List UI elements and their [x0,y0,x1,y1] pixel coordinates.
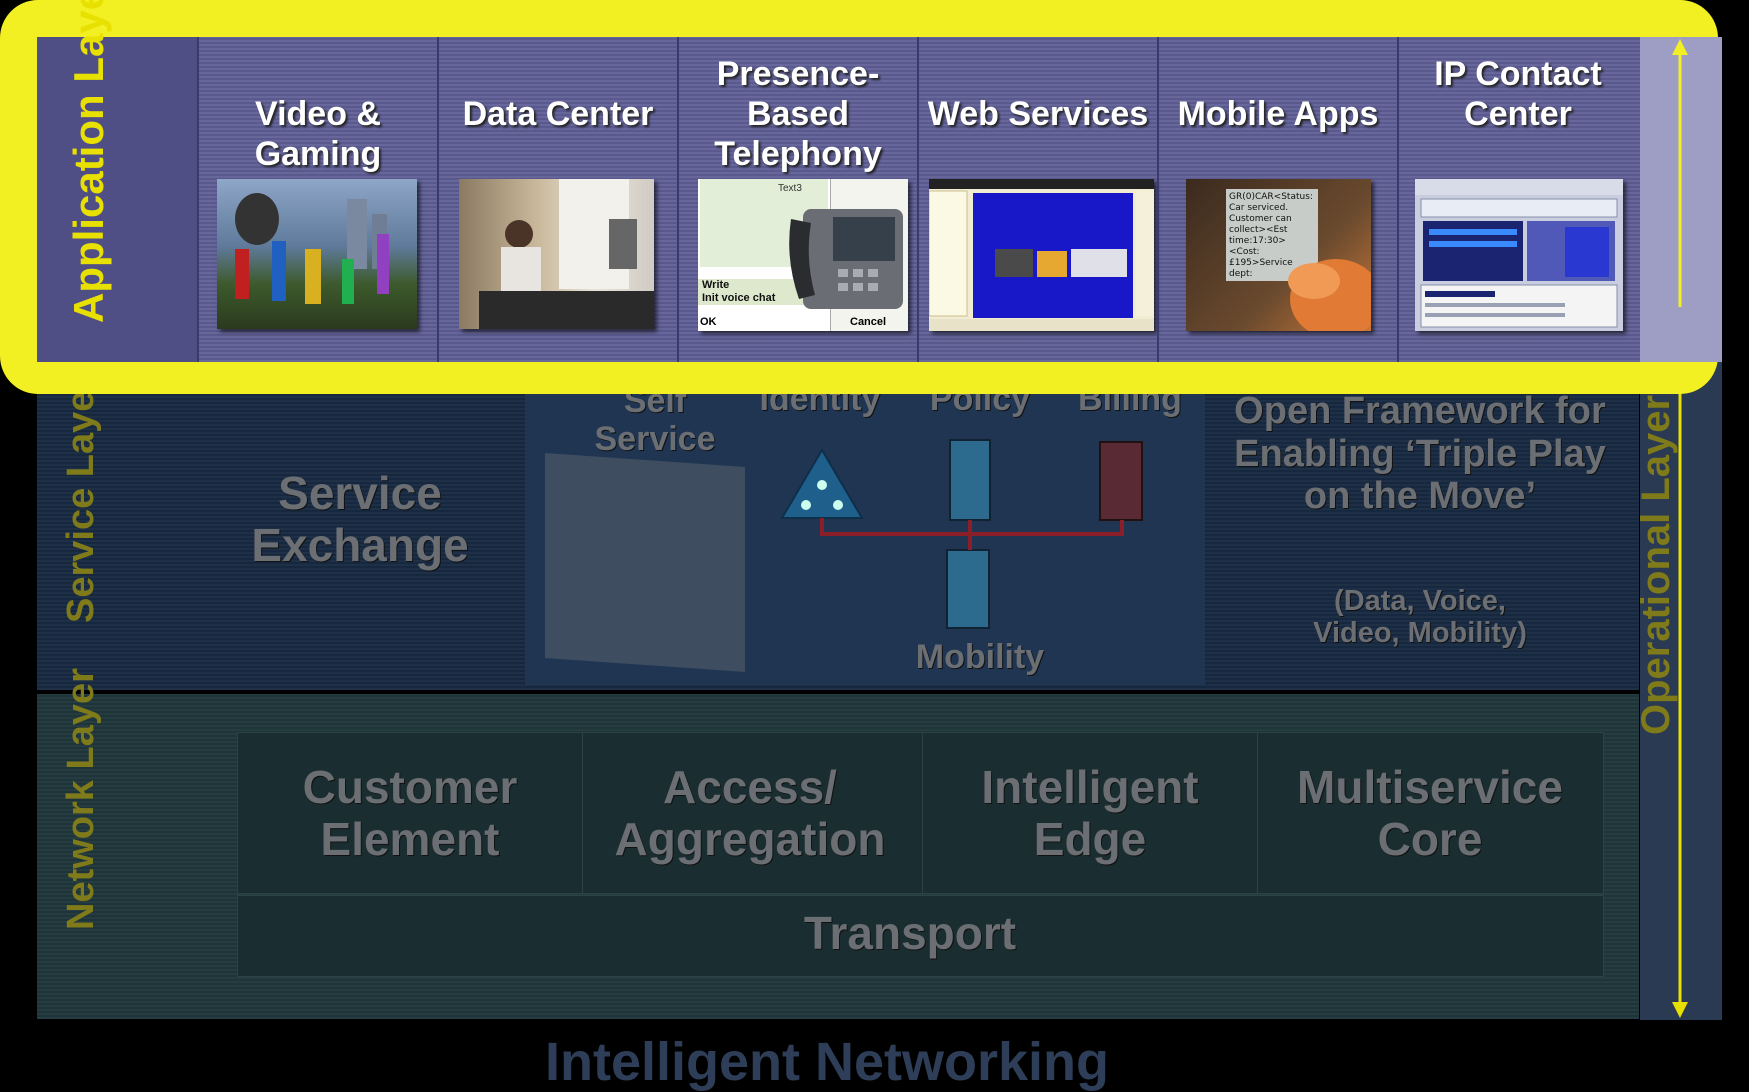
presence-telephony-title: Presence- Based Telephony [714,55,882,173]
presence-telephony-image: Text3 Write Init voice chat OK Cancel [698,179,908,331]
data-center-title: Data Center [462,95,654,133]
phone-screen-tab: Text3 [778,183,802,194]
data-center-image [459,179,654,329]
network-layer-label: Network Layer [60,668,102,930]
self-service-screenshot [545,453,745,672]
access-aggregation-label: Access/ Aggregation [614,761,886,865]
network-block-access-aggregation [582,732,924,894]
video-gaming-image [217,179,417,329]
transport-bar [237,895,1604,977]
billing-server-icon [1099,441,1143,521]
thumb-finger-icon [1288,259,1371,331]
customer-element-label: Customer Element [302,761,518,865]
app-presence-telephony: Presence- Based Telephony Text3 Write In… [677,37,917,362]
multiservice-core-label: Multiservice Core [1297,761,1563,865]
web-services-image [929,179,1154,331]
application-up-arrow-icon [1672,39,1688,307]
phone-screen-line2: Init voice chat [702,292,776,304]
mobile-apps-title: Mobile Apps [1177,95,1379,133]
mobile-screen-text: GR(0)CAR<Status: Car serviced. Customer … [1226,189,1318,281]
phone-screen-line1: Write [702,279,730,291]
mobile-apps-image: GR(0)CAR<Status: Car serviced. Customer … [1186,179,1371,331]
video-gaming-title: Video & Gaming [254,95,382,173]
footer-caption: Intelligent Networking [545,1032,1110,1092]
network-block-intelligent-edge [922,732,1259,894]
app-mobile-apps: Mobile Apps GR(0)CAR<Status: Car service… [1157,37,1397,362]
app-web-services: Web Services [917,37,1157,362]
mobility-label: Mobility [915,638,1045,676]
identity-triangle-icon [780,448,864,519]
transport-label: Transport [803,907,1017,959]
app-ip-contact-center: IP Contact Center [1397,37,1637,362]
service-layer-label: Service Layer [60,375,102,623]
mobility-server-icon [946,549,990,629]
policy-server-icon [949,439,991,521]
application-layer-label-column [37,37,197,362]
service-connector-lines [820,518,1124,550]
phone-screen: Text3 Write Init voice chat OK [698,179,831,331]
ip-contact-center-title: IP Contact Center [1434,55,1602,133]
web-services-title: Web Services [927,95,1149,133]
service-exchange-label: Service Exchange [251,467,469,571]
app-data-center: Data Center [437,37,677,362]
intelligent-edge-label: Intelligent Edge [981,761,1199,865]
ip-contact-center-image [1415,179,1623,331]
framework-subtitle: (Data, Voice, Video, Mobility) [1313,585,1527,650]
phone-ok-softkey: OK [700,316,717,328]
network-block-customer-element [237,732,584,894]
service-components-diagram [780,439,1143,629]
application-layer-label: Application Layer [65,0,112,323]
phone-cancel-softkey: Cancel [850,316,887,328]
framework-title: Open Framework for Enabling ‘Triple Play… [1234,390,1606,518]
ip-phone-icon [789,209,903,309]
app-video-gaming: Video & Gaming [197,37,437,362]
network-block-multiservice-core [1257,732,1604,894]
